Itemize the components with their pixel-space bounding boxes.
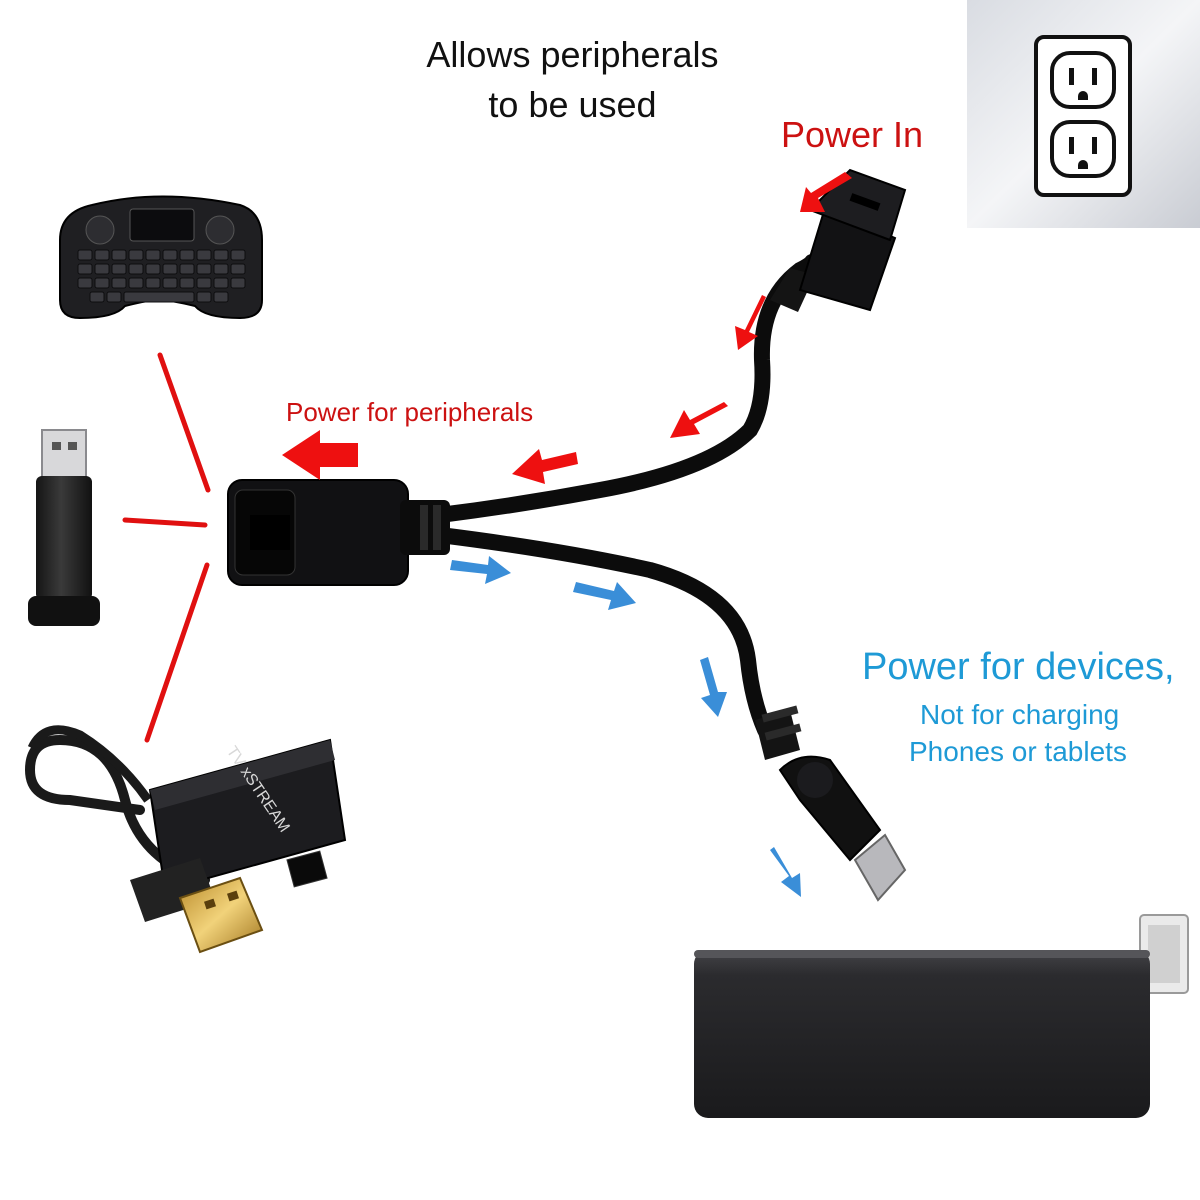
headline: Allows peripherals to be used xyxy=(400,30,745,130)
blue-arrow-icon xyxy=(450,556,511,584)
power-in-arrows xyxy=(282,172,852,484)
peripheral-connector-lines xyxy=(122,352,211,743)
connector-line-adapter xyxy=(144,562,210,743)
connector-line-keyboard xyxy=(157,352,211,493)
usb-ethernet-adapter-icon: TV xSTREAM xyxy=(24,725,347,954)
mini-keyboard-icon xyxy=(59,195,263,320)
blue-arrow-icon xyxy=(700,657,727,717)
power-for-peripherals-label: Power for peripherals xyxy=(286,397,534,427)
y-splitter-cable-icon xyxy=(227,168,907,902)
red-arrow-icon xyxy=(800,172,852,212)
headline-line-2: to be used xyxy=(488,84,657,125)
blue-arrow-icon xyxy=(770,847,801,897)
wall-outlet-icon xyxy=(967,0,1200,228)
power-for-devices-label: Power for devices, xyxy=(862,646,1175,688)
devices-note-line-2: Phones or tablets xyxy=(909,736,1127,767)
headline-line-1: Allows peripherals xyxy=(426,34,719,75)
red-arrow-icon xyxy=(282,430,358,480)
red-arrow-icon xyxy=(735,295,766,350)
power-out-arrows xyxy=(450,556,801,897)
usb-dongle-icon xyxy=(28,429,100,626)
red-arrow-icon xyxy=(670,402,728,438)
red-arrow-icon xyxy=(512,449,578,484)
blue-arrow-icon xyxy=(573,582,636,610)
devices-note-line-1: Not for charging xyxy=(920,699,1120,730)
connector-line-dongle xyxy=(122,517,208,528)
power-in-label: Power In xyxy=(781,114,924,155)
streaming-stick-icon xyxy=(694,914,1189,1118)
